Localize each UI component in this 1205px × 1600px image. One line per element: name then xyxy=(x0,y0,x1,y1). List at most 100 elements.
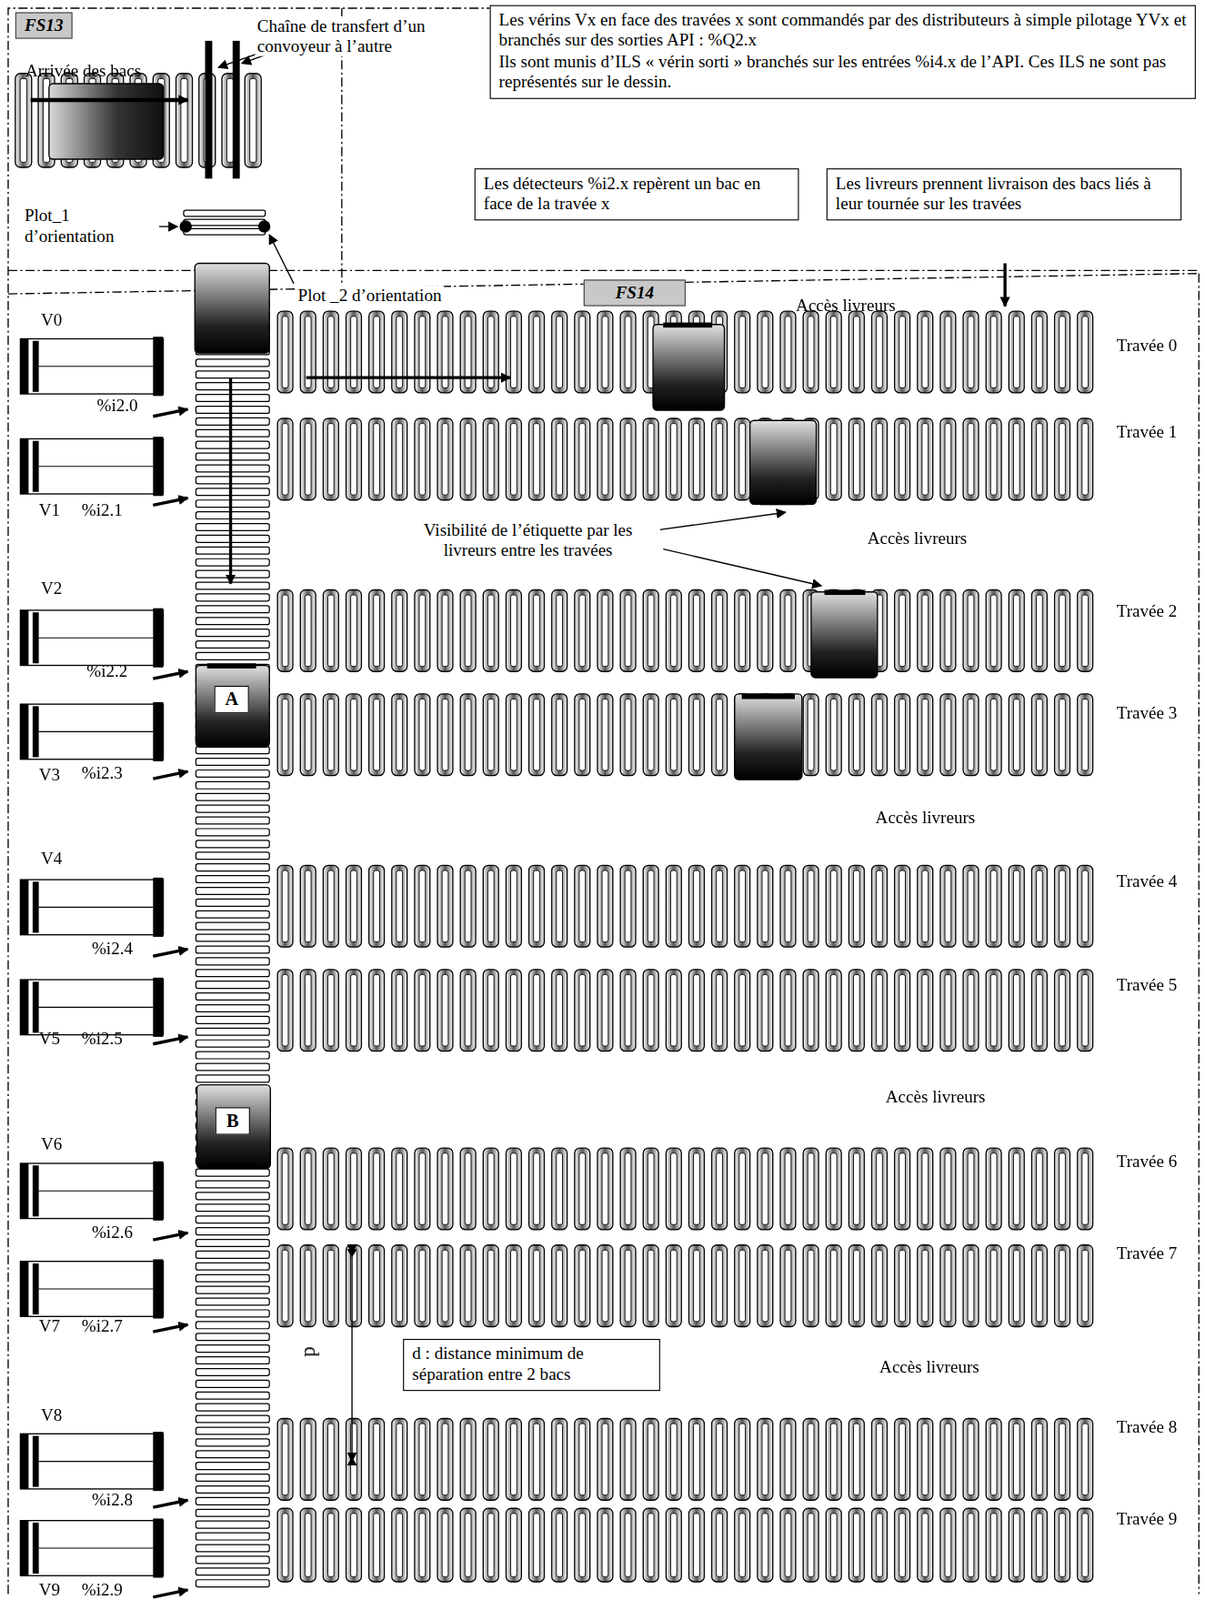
roller xyxy=(244,73,262,168)
roller-core xyxy=(876,870,884,943)
roller xyxy=(552,864,568,947)
roller-core xyxy=(990,974,997,1046)
slat xyxy=(195,1579,270,1587)
slat xyxy=(195,452,270,461)
roller-core xyxy=(830,1249,837,1322)
roller xyxy=(963,864,979,947)
roller-core xyxy=(739,1513,746,1577)
transfer-chain xyxy=(205,40,213,179)
slat xyxy=(183,210,266,217)
roller-core xyxy=(716,594,723,667)
roller-core xyxy=(967,1513,975,1577)
annotation: Accès livreurs xyxy=(795,295,896,316)
roller xyxy=(894,864,911,947)
slat xyxy=(195,1508,270,1517)
roller-core xyxy=(967,594,975,667)
roller-core xyxy=(304,1249,312,1322)
roller-core xyxy=(327,699,334,772)
roller-core xyxy=(762,1249,769,1322)
roller xyxy=(642,864,659,947)
roller-core xyxy=(533,1423,541,1496)
cylinder-end xyxy=(152,702,163,762)
roller-core xyxy=(647,1249,654,1322)
roller xyxy=(391,864,408,947)
slat xyxy=(195,605,270,613)
slat xyxy=(195,1496,270,1505)
roller-core xyxy=(1036,870,1044,943)
roller-core xyxy=(373,1513,381,1577)
slat xyxy=(195,1063,270,1071)
roller-core xyxy=(487,974,494,1046)
slat xyxy=(195,910,270,918)
roller-core xyxy=(602,870,609,943)
roller xyxy=(872,969,888,1052)
roller-core xyxy=(533,594,541,667)
roller-core xyxy=(716,870,723,943)
roller-core xyxy=(226,78,233,162)
roller-core xyxy=(511,1249,518,1322)
roller xyxy=(642,1507,659,1582)
signal-name: %i2.2 xyxy=(86,661,128,682)
roller-core xyxy=(693,870,701,943)
roller xyxy=(894,418,911,501)
roller xyxy=(734,418,751,501)
roller-core xyxy=(602,1153,609,1226)
roller xyxy=(369,1245,385,1327)
roller-core xyxy=(1013,316,1020,389)
roller-core xyxy=(511,1513,518,1577)
roller-core xyxy=(967,974,975,1046)
slat xyxy=(195,758,270,766)
roller-core xyxy=(351,423,358,496)
figure-label: FS13 xyxy=(15,11,73,39)
roller xyxy=(414,864,431,947)
slat xyxy=(195,1180,270,1188)
roller-core xyxy=(807,1423,814,1496)
roller-core xyxy=(853,1249,860,1322)
cylinder-body xyxy=(20,438,163,494)
roller xyxy=(642,969,659,1052)
bac xyxy=(195,664,270,747)
roller xyxy=(346,969,362,1052)
roller xyxy=(620,1245,636,1327)
roller xyxy=(597,418,613,501)
roller xyxy=(689,1147,705,1230)
slat xyxy=(195,570,270,578)
slat xyxy=(195,1532,270,1540)
roller xyxy=(985,864,1002,947)
roller-core xyxy=(373,423,381,496)
roller xyxy=(712,969,728,1052)
roller xyxy=(1008,969,1025,1052)
roller xyxy=(917,864,934,947)
roller-core xyxy=(693,699,701,772)
roller-core xyxy=(464,974,472,1046)
roller-core xyxy=(922,974,929,1046)
roller-core xyxy=(441,699,449,772)
roller-core xyxy=(807,699,814,772)
roller xyxy=(940,969,956,1052)
roller-core xyxy=(20,78,27,162)
roller-core xyxy=(784,870,792,943)
roller-core xyxy=(533,699,541,772)
slat xyxy=(195,1321,270,1329)
roller-core xyxy=(1082,1513,1089,1577)
roller xyxy=(505,1417,522,1500)
roller-core xyxy=(419,870,426,943)
roller-core xyxy=(670,974,677,1046)
bac-label-tab xyxy=(209,1163,255,1169)
roller xyxy=(1054,1507,1071,1582)
roller-core xyxy=(830,870,837,943)
slat xyxy=(195,1556,270,1564)
roller-core xyxy=(853,870,860,943)
roller-core xyxy=(670,423,677,496)
roller-core xyxy=(396,1513,403,1577)
roller xyxy=(985,693,1002,776)
roller xyxy=(391,1417,408,1500)
roller-core xyxy=(579,423,586,496)
slat xyxy=(195,1544,270,1552)
roller xyxy=(894,589,911,672)
roller xyxy=(574,418,591,501)
roller xyxy=(689,864,705,947)
roller xyxy=(712,693,728,776)
roller-core xyxy=(899,699,906,772)
roller xyxy=(1077,1507,1094,1582)
